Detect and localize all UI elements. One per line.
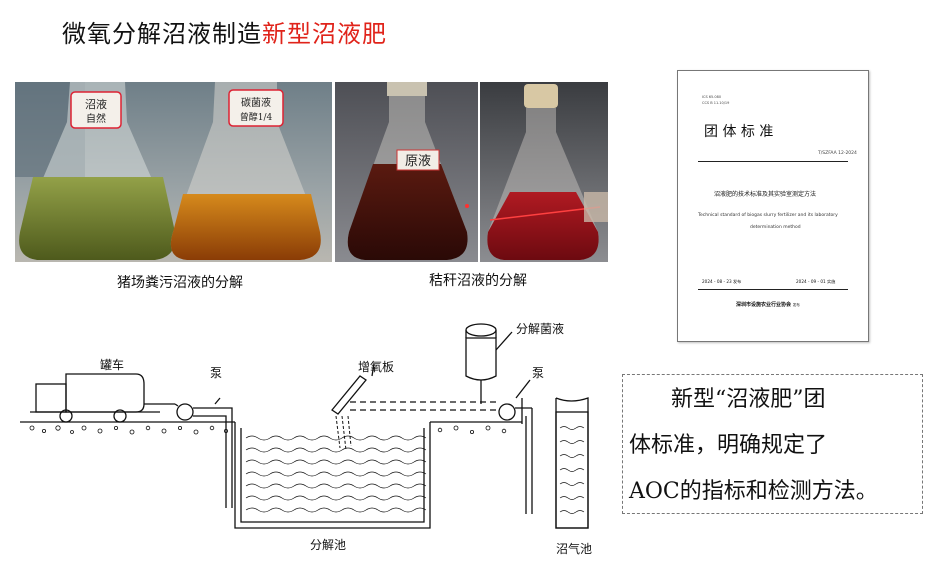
flask-label-original: 原液 bbox=[405, 154, 431, 169]
note-line-1: 新型“沼液肥”团 bbox=[671, 387, 826, 412]
label-decomposition-pool: 分解池 bbox=[310, 538, 347, 552]
photo-straw-flask-original: 原液 bbox=[335, 82, 478, 262]
right-flask-label-2: 曾醇1/4 bbox=[240, 111, 273, 123]
left-flask-label-1: 沼液 bbox=[85, 97, 107, 111]
title-highlight: 新型沼液肥 bbox=[262, 20, 387, 48]
doc-title-cn: 沼液肥的技术标准及其实验室测定方法 bbox=[714, 191, 817, 198]
standard-document: ICS 65.080 CCS B 11.10/19 团 体 标 准 T/SZFA… bbox=[677, 70, 869, 342]
note-box: 新型“沼液肥”团 体标准，明确规定了 AOC的指标和检测方法。 bbox=[622, 374, 923, 514]
label-aeration-plate: 增氧板 bbox=[358, 360, 395, 374]
doc-code: T/SZFAA 12-2024 bbox=[818, 151, 857, 156]
doc-ccs: CCS B 11.10/19 bbox=[702, 101, 730, 105]
title-main: 微氧分解沼液制造 bbox=[62, 20, 262, 48]
caption-straw: 秸秆沼液的分解 bbox=[429, 273, 527, 289]
label-pump-left: 泵 bbox=[210, 366, 223, 380]
doc-implement-date: 2024 - 09 - 01 实施 bbox=[796, 279, 836, 284]
right-flask-label-1: 碳菌液 bbox=[241, 96, 271, 109]
label-tanker: 罐车 bbox=[100, 358, 125, 372]
left-flask-label-2: 自然 bbox=[86, 112, 106, 125]
process-diagram: 罐车 泵 增氧板 分解菌液 泵 分解池 沼气池 bbox=[20, 318, 610, 563]
photo-pig-manure-flasks: 沼液 自然 碳菌液 曾醇1/4 bbox=[15, 82, 332, 262]
note-line-2: 体标准，明确规定了 bbox=[629, 433, 828, 458]
doc-title-en-2: determination method bbox=[750, 225, 801, 230]
label-pump-right: 泵 bbox=[532, 366, 545, 380]
caption-pig-manure: 猪场粪污沼液的分解 bbox=[117, 275, 243, 291]
doc-issuer: 深圳市设施农业行业协会 发布 bbox=[736, 302, 800, 308]
note-line-3: AOC的指标和检测方法。 bbox=[629, 479, 878, 504]
page-title: 微氧分解沼液制造新型沼液肥 bbox=[62, 14, 387, 49]
photo-straw-flask-decomposed bbox=[480, 82, 608, 262]
label-bacteria: 分解菌液 bbox=[516, 322, 565, 336]
doc-heading: 团 体 标 准 bbox=[704, 124, 774, 140]
process-diagram-svg bbox=[20, 323, 589, 529]
label-biogas-pool: 沼气池 bbox=[556, 542, 593, 556]
doc-publish-date: 2024 - 08 - 23 发布 bbox=[702, 279, 742, 284]
doc-title-en-1: Technical standard of biogas slurry fert… bbox=[698, 213, 838, 218]
doc-ics: ICS 65.080 bbox=[702, 95, 722, 99]
